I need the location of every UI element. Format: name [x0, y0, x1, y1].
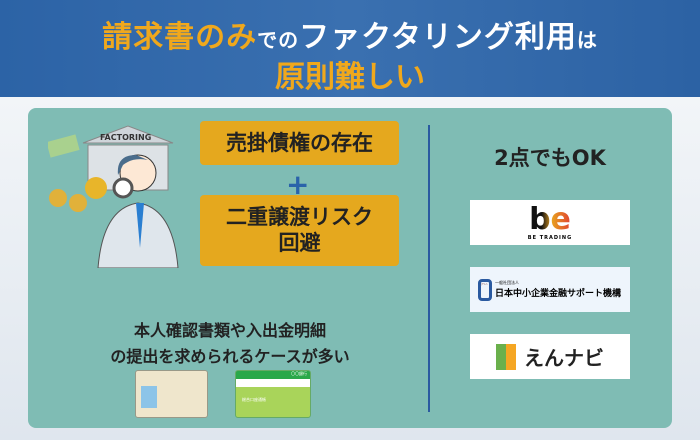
plus-icon: +: [286, 168, 310, 201]
condition-double-assignment: 二重譲渡リスク回避: [200, 195, 399, 266]
logo-text: えんナビ: [524, 346, 604, 370]
magnifier-icon: [112, 177, 134, 199]
title-part: での: [257, 28, 300, 52]
bank-icon: [82, 125, 174, 144]
divider: [428, 125, 430, 412]
be-mark: be: [529, 201, 571, 237]
logo-ennavi: えんナビ: [470, 334, 630, 379]
passbook-icon: 〇〇銀行 総合口座通帳: [235, 370, 311, 418]
title-part: ファクタリング利用: [299, 20, 577, 55]
money-bag-icon: [85, 177, 107, 199]
page-title: 請求書のみでのファクタリング利用は: [0, 12, 700, 56]
header-background: [0, 0, 700, 97]
passbook-bank: 〇〇銀行: [291, 371, 307, 376]
svg-text:FACTORING: FACTORING: [100, 133, 151, 142]
box-line: 二重譲渡リスク: [226, 205, 373, 229]
logo-text: BE TRADING: [527, 234, 573, 241]
result-line2: の提出を求められるケースが多い: [110, 347, 350, 366]
logo-sub: 一般社団法人: [495, 280, 519, 285]
result-line1: 本人確認書類や入出金明細: [133, 321, 326, 340]
banknote-icon: [48, 134, 80, 158]
title-part: は: [576, 28, 598, 52]
coin-icon: [49, 189, 67, 207]
box-line: 回避: [278, 231, 321, 255]
page-subtitle: 原則難しい: [275, 60, 425, 95]
logo-be-trading: be BE TRADING: [470, 200, 630, 245]
jfsa-mark: JFSA: [478, 278, 492, 301]
right-heading: 2点でもOK: [494, 146, 606, 170]
id-card-icon: [135, 370, 208, 418]
logo-jfsa: JFSA 一般社団法人日本中小企業金融サポート機構: [470, 267, 630, 312]
ennavi-mark-icon: [496, 343, 516, 370]
passbook-label: 総合口座通帳: [242, 397, 266, 402]
condition-receivable: 売掛債権の存在: [200, 121, 399, 165]
title-part: 請求書のみ: [102, 20, 258, 55]
logo-text: 日本中小企業金融サポート機構: [495, 289, 622, 299]
factoring-illustration: FACTORING: [48, 125, 179, 268]
